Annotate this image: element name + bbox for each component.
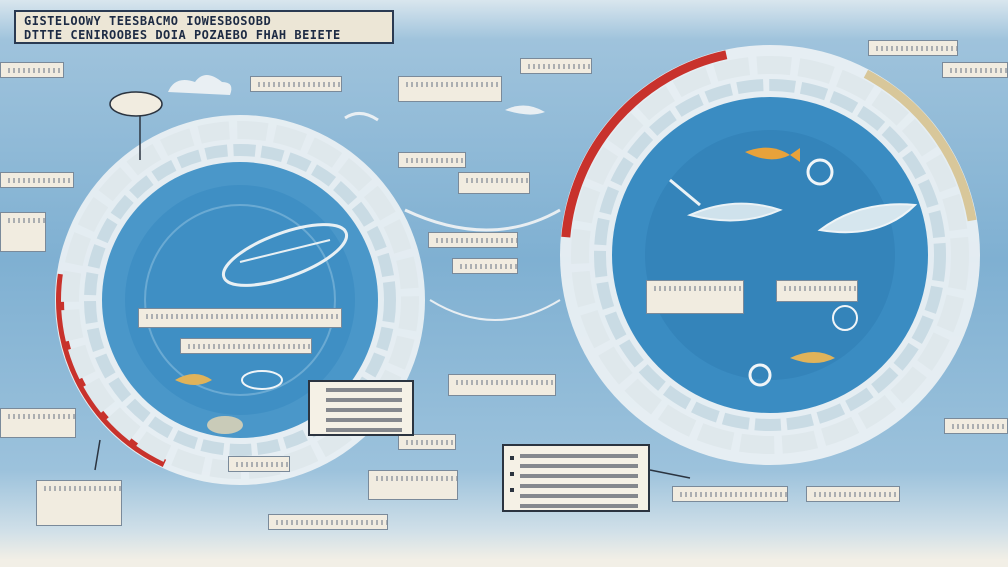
label-box (520, 58, 592, 74)
label-box (398, 434, 456, 450)
bird-icon (344, 105, 545, 122)
label-box (776, 280, 858, 302)
shell-icon (748, 158, 858, 387)
boat-icon (221, 223, 349, 287)
label-box (398, 76, 502, 102)
label-box (806, 486, 900, 502)
whale-icon (669, 178, 783, 222)
fish-icon (745, 147, 800, 162)
label-box (180, 338, 312, 354)
title-line-1: GISTELOOWY TEESBACMO IOWESBOSOBD (24, 14, 272, 28)
callout-line (94, 439, 101, 471)
submarine-icon (817, 203, 918, 234)
bullet-icon (510, 456, 514, 460)
label-box (138, 308, 342, 328)
label-box (448, 374, 556, 396)
label-box (458, 172, 530, 194)
label-box (868, 40, 958, 56)
label-box (944, 418, 1008, 434)
bullet-icon (510, 472, 514, 476)
label-box (672, 486, 788, 502)
fish-icon (790, 352, 835, 363)
label-box (0, 408, 76, 438)
bullet-icon (510, 488, 514, 492)
label-box (0, 62, 64, 78)
label-box (0, 172, 74, 188)
label-box (452, 258, 518, 274)
title-banner: GISTELOOWY TEESBACMO IOWESBOSOBD DTTTE C… (14, 10, 394, 44)
callout-bubble (109, 91, 163, 117)
connector-line (404, 208, 561, 232)
callout-line (649, 469, 691, 479)
info-card (502, 444, 650, 512)
cloud-icon (168, 75, 232, 95)
label-box (942, 62, 1008, 78)
label-box (428, 232, 518, 248)
label-box (228, 456, 290, 472)
label-box (36, 480, 122, 526)
fish-icon (175, 374, 212, 385)
label-box (250, 76, 342, 92)
label-box (646, 280, 744, 314)
left-ocean-circle (55, 115, 425, 485)
title-line-2: DTTTE CENIROOBES DOIA POZAEBO FHAH BEIET… (24, 28, 341, 42)
label-box (368, 470, 458, 500)
info-card (308, 380, 414, 436)
turtle-icon (207, 370, 283, 434)
label-box (398, 152, 466, 168)
connector-line (429, 299, 561, 321)
label-box (268, 514, 388, 530)
label-box (0, 212, 46, 252)
